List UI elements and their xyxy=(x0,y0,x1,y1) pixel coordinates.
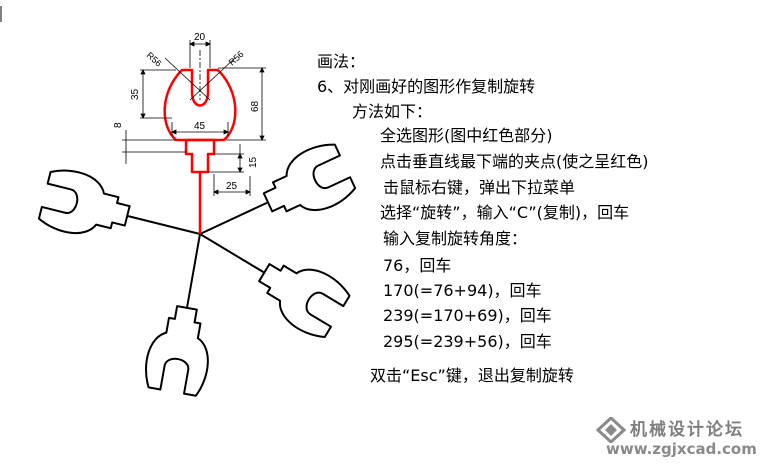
diamond-logo-icon xyxy=(596,417,626,443)
watermark-title: 机械设计论坛 xyxy=(630,420,744,440)
instruction-line: 击鼠标右键，弹出下拉菜单 xyxy=(383,178,576,197)
instruction-line: 输入复制旋转角度： xyxy=(383,229,528,248)
dim-r56-right: R56 xyxy=(227,49,246,67)
dim-8: 8 xyxy=(113,122,124,128)
dim-15: 15 xyxy=(248,156,259,168)
wrench-copy-left xyxy=(36,164,201,247)
instruction-line: 295(=239+56)，回车 xyxy=(383,332,552,351)
wrench-copy-right xyxy=(199,137,359,235)
instruction-line: 双击“Esc”键，退出复制旋转 xyxy=(370,366,574,385)
instruction-line: 76，回车 xyxy=(383,256,452,275)
instruction-line: 239(=170+69)，回车 xyxy=(383,306,552,325)
wrench-copy-bottom-left xyxy=(141,233,219,398)
watermark-url[interactable]: www.zgjxcad.com xyxy=(606,440,757,458)
instruction-line: 选择“旋转”，输入“C”(复制)，回车 xyxy=(380,203,630,222)
dim-25: 25 xyxy=(226,181,238,192)
step-title: 6、对刚画好的图形作复制旋转 xyxy=(317,77,536,96)
instruction-line: 170(=76+94)，回车 xyxy=(383,281,542,300)
dimension-lines xyxy=(122,40,266,196)
method-label: 方法如下： xyxy=(352,102,433,121)
wrench-copy-bottom-right xyxy=(199,233,354,344)
instruction-line: 全选图形(图中红色部分) xyxy=(380,126,553,145)
instruction-line: 点击垂直线最下端的夹点(使之呈红色) xyxy=(380,152,649,171)
dim-35: 35 xyxy=(130,88,141,100)
dim-20: 20 xyxy=(194,32,206,43)
dim-45: 45 xyxy=(194,121,206,132)
dim-68: 68 xyxy=(250,100,261,112)
heading: 画法： xyxy=(317,52,366,71)
dim-r56-left: R56 xyxy=(145,50,164,68)
